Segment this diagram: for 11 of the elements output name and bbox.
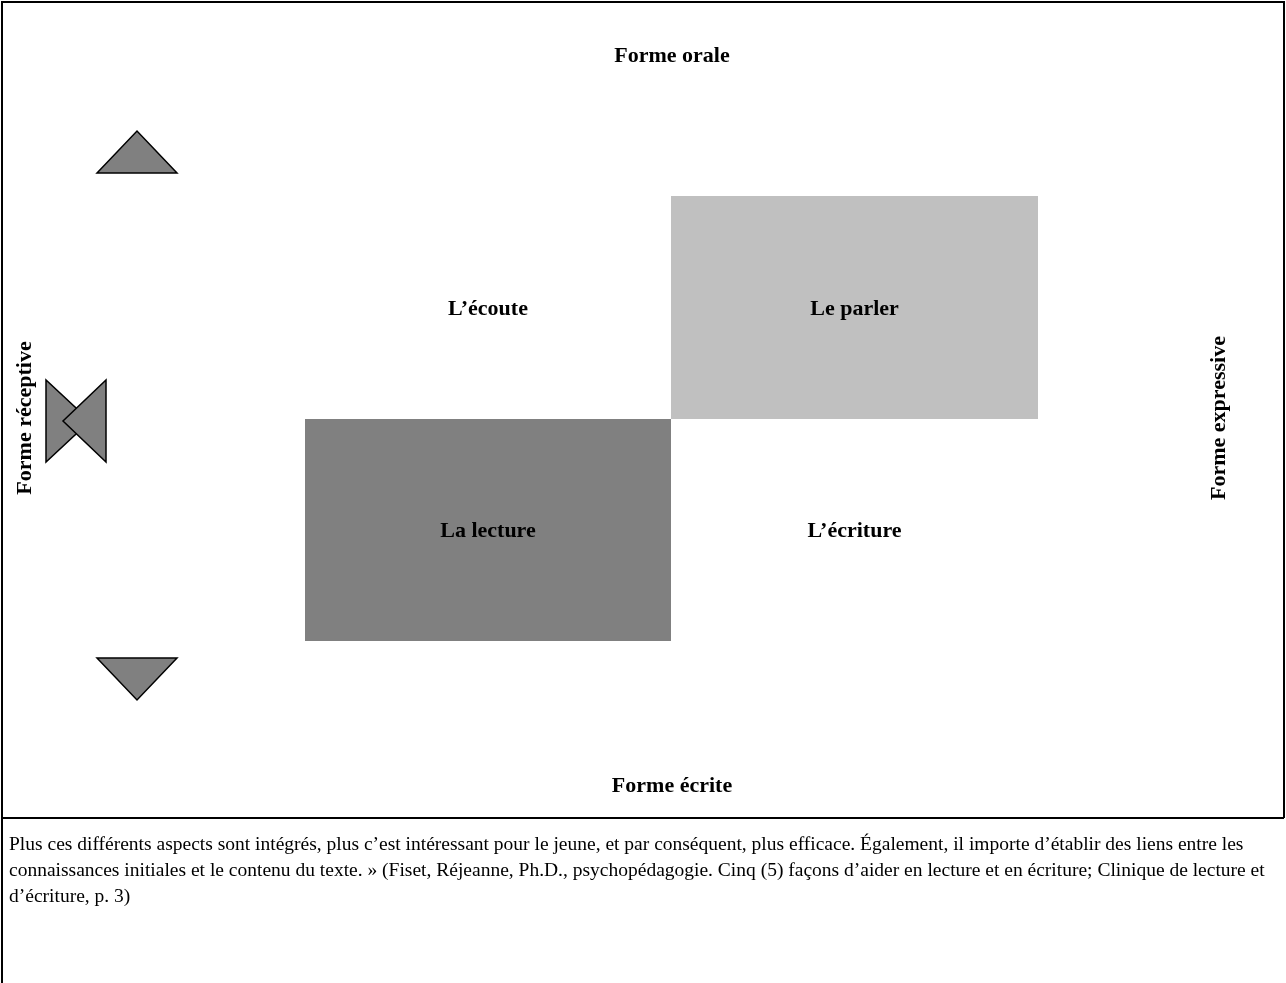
- quadrant-label: L’écoute: [448, 294, 528, 321]
- axis-label: Forme réceptive: [11, 341, 37, 495]
- shaded-quadrant-cell: [305, 419, 671, 641]
- quadrant-label: La lecture: [440, 517, 536, 543]
- axis-label: Forme écrite: [611, 772, 733, 798]
- axis-label: Forme expressive: [1205, 336, 1231, 500]
- axis-label: Forme orale: [614, 42, 730, 68]
- quadrant-label: Le parler: [810, 294, 899, 321]
- shaded-quadrant-cell: [671, 196, 1038, 419]
- citation-paragraph: Plus ces différents aspects sont intégrés, plus c’est intéressant pour le jeune, et par conséquent, plus efficace. Également, il importe d’établir des liens entre les connaissances initiales et le contenu du texte. » (Fiset, Réjeanne, Ph.D., psychopédagogie. Cinq (5) façons d’aider en lecture et en écriture; Clinique de lecture et d’écriture, p. 3): [9, 832, 1266, 908]
- quadrant-label: L’écriture: [807, 517, 902, 543]
